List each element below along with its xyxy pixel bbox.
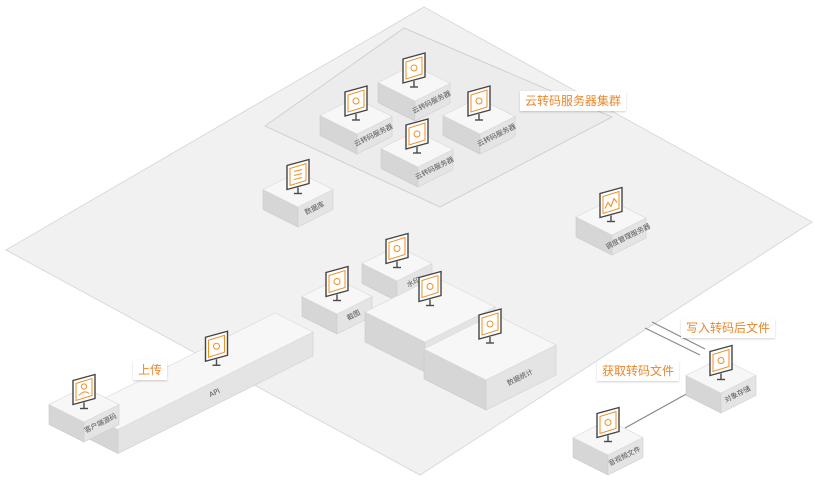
cloud-server-node-right: 云转码服务器 xyxy=(442,85,517,155)
monitor-icon xyxy=(402,52,426,88)
database-node: 数据库 xyxy=(262,158,334,228)
monitor-icon xyxy=(709,344,733,381)
monitor-icon xyxy=(344,85,368,121)
monitor-icon xyxy=(405,118,429,154)
cloud-server-node-left: 云转码服务器 xyxy=(319,85,394,155)
monitor-icon xyxy=(325,265,349,302)
monitor-icon xyxy=(418,270,442,307)
fetch-file-callout: 获取转码文件 xyxy=(597,361,680,381)
screenshot-node: 截图 xyxy=(301,265,373,335)
monitor-icon xyxy=(385,232,409,269)
monitor-icon xyxy=(478,308,502,344)
node-layer: 云转码服务器云转码服务器云转码服务器云转码服务器数据库调度管理服务器水印截图音视… xyxy=(48,52,757,476)
database-icon xyxy=(286,158,310,195)
cloud-server-node-top: 云转码服务器 xyxy=(377,52,452,122)
upload-callout: 上传 xyxy=(133,360,168,380)
cloud-server-node-bottom: 云转码服务器 xyxy=(380,118,455,188)
write-file-connector-a xyxy=(644,327,701,356)
fetch-file-connector xyxy=(624,391,691,429)
monitor-icon xyxy=(467,85,491,121)
write-file-connector-b xyxy=(651,321,706,350)
client-node: 客户端源码 xyxy=(48,373,120,443)
data-stats-node: 数据统计 xyxy=(423,308,557,411)
monitor-icon xyxy=(204,330,229,366)
cluster-platform xyxy=(264,27,614,208)
cluster-callout: 云转码服务器集群 xyxy=(520,91,627,111)
monitor-icon xyxy=(596,406,620,443)
object-storage-node: 对象存储 xyxy=(685,344,757,414)
source-file-node: 音视频文件 xyxy=(572,406,644,476)
user-icon xyxy=(72,373,96,410)
watermark-node: 水印 xyxy=(361,232,433,302)
chart-line-icon xyxy=(599,186,623,223)
write-file-callout: 写入转码后文件 xyxy=(681,318,776,338)
